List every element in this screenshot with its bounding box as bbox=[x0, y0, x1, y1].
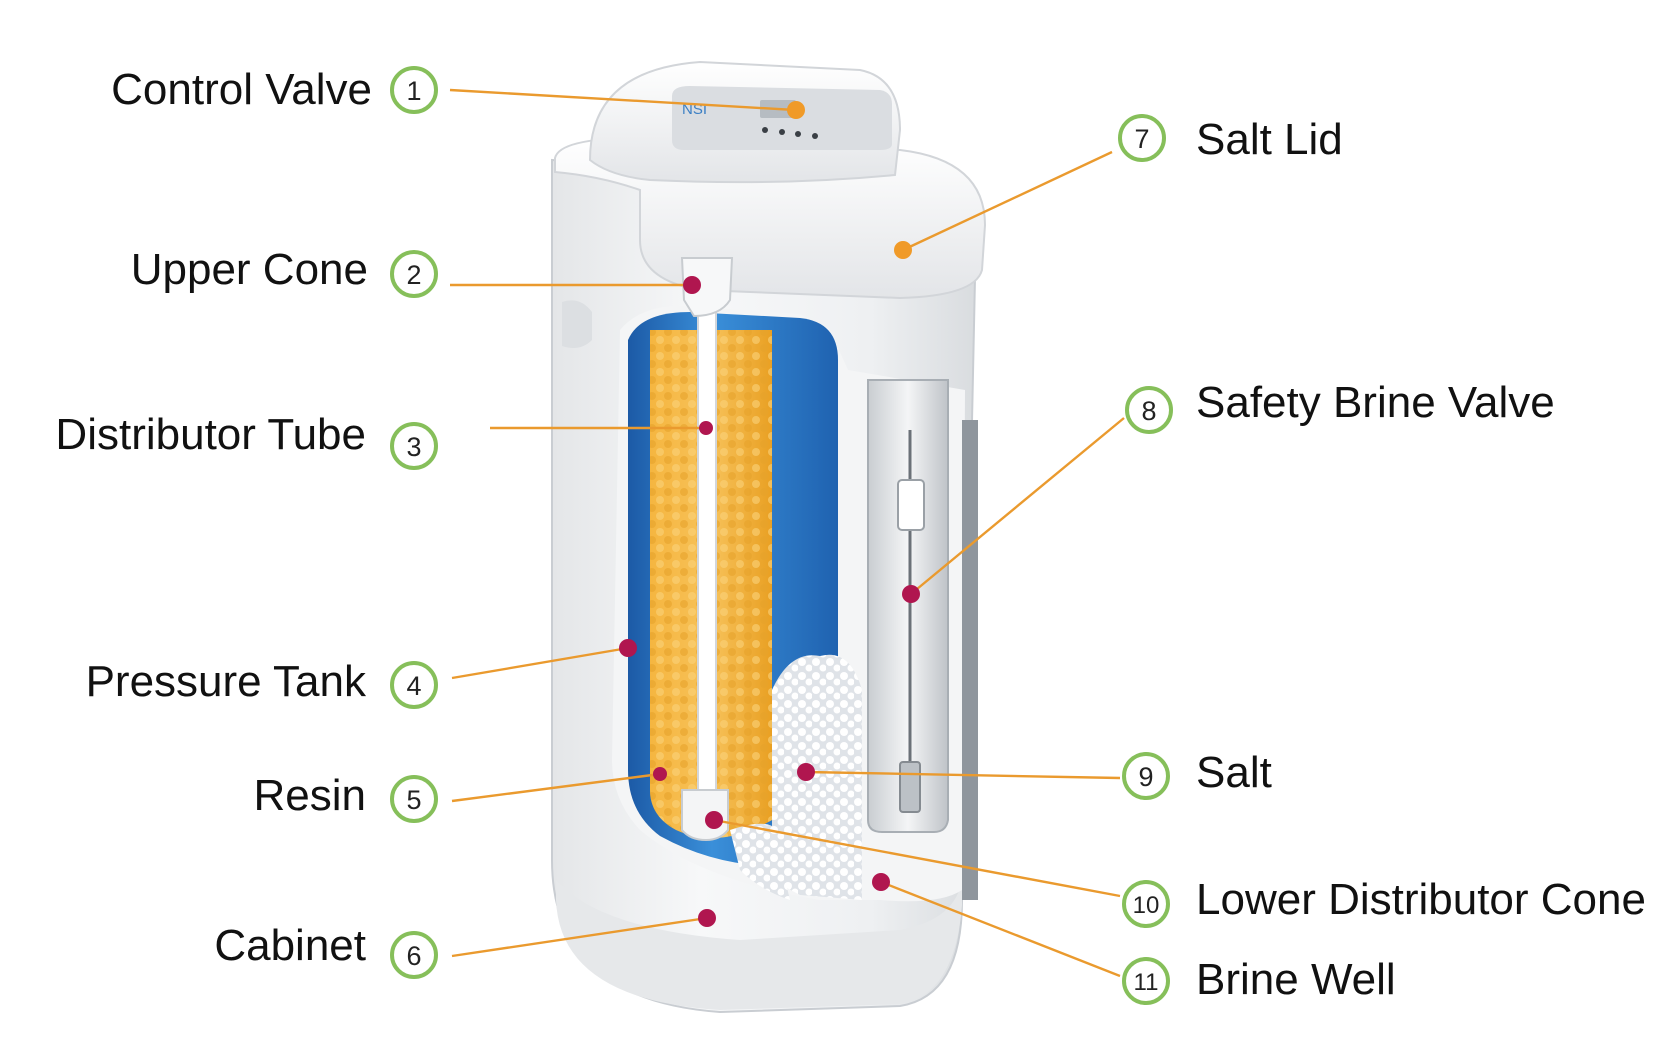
badge-number: 7 bbox=[1134, 124, 1149, 154]
badge-9: 9 bbox=[1122, 752, 1170, 800]
leader-line-7 bbox=[902, 150, 1113, 252]
label-cabinet: Cabinet bbox=[214, 921, 366, 970]
badge-8: 8 bbox=[1125, 386, 1173, 434]
leader-line-5 bbox=[451, 772, 661, 803]
badge-4: 4 bbox=[390, 661, 438, 709]
marker-distributor-tube bbox=[699, 421, 713, 435]
label-pressure-tank: Pressure Tank bbox=[86, 657, 367, 706]
marker-resin bbox=[653, 767, 667, 781]
badge-number: 1 bbox=[406, 76, 421, 106]
badge-number: 5 bbox=[406, 785, 421, 815]
label-upper-cone: Upper Cone bbox=[131, 245, 368, 294]
leader-line-10 bbox=[713, 818, 1121, 898]
brine-well bbox=[867, 379, 949, 833]
badge-number: 4 bbox=[406, 671, 421, 701]
marker-brine-well bbox=[872, 873, 890, 891]
marker-cabinet bbox=[698, 909, 716, 927]
marker-salt-lid bbox=[894, 241, 912, 259]
badge-number: 11 bbox=[1134, 969, 1159, 996]
label-salt: Salt bbox=[1196, 748, 1272, 797]
marker-dots bbox=[619, 101, 920, 927]
label-safety-brine-valve: Safety Brine Valve bbox=[1196, 378, 1555, 427]
leader-line-9 bbox=[805, 770, 1121, 780]
leader-line-11 bbox=[880, 880, 1121, 978]
leader-line-8 bbox=[910, 417, 1125, 595]
badge-3: 3 bbox=[390, 422, 438, 470]
marker-salt bbox=[797, 763, 815, 781]
badge-10: 10 bbox=[1122, 880, 1170, 928]
badge-number: 9 bbox=[1138, 762, 1153, 792]
label-resin: Resin bbox=[254, 771, 367, 820]
leader-line-4 bbox=[451, 646, 629, 680]
salt-pile bbox=[772, 654, 862, 900]
distributor-tube bbox=[697, 269, 717, 801]
badge-number: 3 bbox=[406, 432, 421, 462]
brine-chamber-wall bbox=[962, 420, 978, 900]
badge-number: 2 bbox=[406, 260, 421, 290]
cabinet-handle bbox=[562, 300, 592, 348]
leader-lines bbox=[449, 88, 1125, 978]
salt-pile-lower bbox=[730, 823, 790, 900]
marker-lower-distributor-cone bbox=[705, 811, 723, 829]
badge-number: 10 bbox=[1133, 892, 1160, 919]
badge-6: 6 bbox=[390, 931, 438, 979]
number-badges: 1 2 3 4 5 6 7 8 bbox=[390, 66, 1173, 1005]
cabinet-base bbox=[556, 880, 962, 1010]
badge-number: 6 bbox=[406, 941, 421, 971]
label-distributor-tube: Distributor Tube bbox=[55, 410, 366, 459]
softener-illustration: NSI bbox=[551, 60, 987, 1014]
badge-1: 1 bbox=[390, 66, 438, 114]
badge-2: 2 bbox=[390, 250, 438, 298]
label-salt-lid: Salt Lid bbox=[1196, 115, 1343, 164]
marker-control-valve bbox=[787, 101, 805, 119]
marker-pressure-tank bbox=[619, 639, 637, 657]
label-control-valve: Control Valve bbox=[111, 65, 372, 114]
badge-number: 8 bbox=[1141, 396, 1156, 426]
safety-brine-valve-base bbox=[899, 761, 921, 813]
safety-brine-valve-float bbox=[897, 479, 925, 531]
badge-5: 5 bbox=[390, 775, 438, 823]
panel-buttons bbox=[762, 127, 818, 139]
label-brine-well: Brine Well bbox=[1196, 955, 1396, 1004]
marker-upper-cone bbox=[683, 276, 701, 294]
badge-7: 7 bbox=[1118, 114, 1166, 162]
part-labels: Control Valve Upper Cone Distributor Tub… bbox=[55, 65, 1646, 1004]
leader-line-6 bbox=[451, 916, 708, 958]
marker-safety-brine-valve bbox=[902, 585, 920, 603]
upper-cone bbox=[680, 257, 734, 318]
label-lower-distributor-cone: Lower Distributor Cone bbox=[1196, 875, 1646, 924]
badge-11: 11 bbox=[1122, 957, 1170, 1005]
leader-line-1 bbox=[449, 88, 796, 112]
